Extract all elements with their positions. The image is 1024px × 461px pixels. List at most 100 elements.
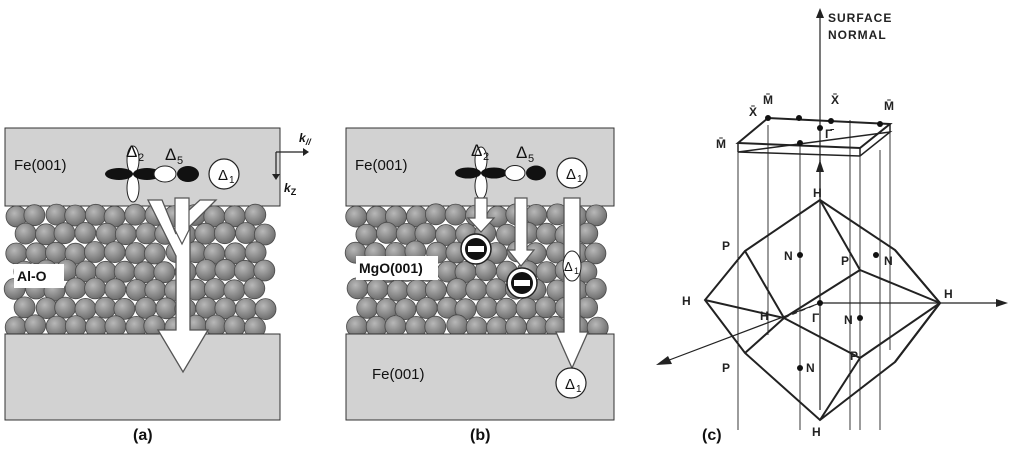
barrier-atom [424, 203, 447, 226]
barrier-atom [64, 315, 87, 338]
barrier-atom [244, 203, 267, 226]
barrier-atom [465, 278, 488, 301]
barrier-atom [355, 223, 378, 246]
bulk-brillouin-zone [703, 198, 942, 422]
barrier-atom [386, 279, 409, 302]
barrier-atoms-a [3, 203, 277, 339]
delta5-decay-arrow [506, 197, 536, 267]
barrier-atom [23, 204, 46, 227]
barrier-atom [35, 223, 57, 246]
barrier-atom [113, 297, 136, 320]
barrier-atom [356, 296, 379, 319]
barrier-atom [346, 277, 369, 300]
fe-bottom-electrode-a [4, 333, 281, 421]
barrier-atom [143, 242, 166, 265]
barrier-atom [204, 314, 227, 337]
barrier-atom [254, 298, 277, 321]
barrier-atom [64, 277, 87, 300]
svg-text:Δ: Δ [565, 376, 575, 393]
svg-text:Δ: Δ [471, 141, 482, 160]
caption-a: (a) [133, 427, 153, 444]
svg-text:Δ: Δ [126, 142, 137, 161]
barrier-atom [375, 221, 398, 244]
barrier-atom [345, 205, 368, 228]
delta5-orbital-b [504, 165, 546, 181]
caption-b: (b) [470, 427, 490, 444]
svg-text:Γ̄: Γ̄ [825, 127, 834, 141]
delta1-arrow-label: Δ 1 [562, 250, 582, 282]
fe-top-label-a: Fe(001) [14, 157, 67, 174]
svg-text:H: H [813, 186, 822, 200]
panel-c: SURFACE NORMAL [656, 8, 1008, 444]
svg-text:2: 2 [483, 151, 489, 163]
barrier-atom [384, 315, 407, 338]
svg-text:5: 5 [528, 153, 534, 165]
barrier-atom [444, 203, 467, 226]
delta1-badge-b: Δ 1 [556, 157, 588, 189]
delta1-tunneling-arrow [554, 197, 590, 370]
barrier-atom [194, 222, 217, 245]
barrier-atom [124, 242, 147, 264]
barrier-atom [243, 277, 266, 300]
barrier-atom [14, 222, 37, 245]
svg-text:N: N [784, 249, 793, 263]
barrier-atom [114, 223, 137, 246]
panel-b: Fe(001) Fe(001) Δ 1 Δ 2 Δ 5 [344, 127, 615, 444]
svg-text:1: 1 [577, 174, 583, 185]
barrier-atom [253, 223, 276, 246]
svg-text:H: H [812, 425, 821, 439]
svg-text:N: N [806, 361, 815, 375]
barrier-atom [195, 259, 218, 281]
svg-text:P: P [722, 361, 730, 375]
barrier-atom [84, 241, 106, 263]
surface-normal-line1: SURFACE [828, 11, 892, 25]
svg-text:5: 5 [177, 155, 183, 167]
barrier-atom [485, 278, 508, 301]
barrier-atom [95, 222, 118, 245]
barrier-atom [415, 297, 438, 319]
barrier-atom [213, 222, 236, 245]
svg-text:1: 1 [574, 266, 579, 276]
barrier-atom [584, 242, 607, 265]
svg-text:H: H [944, 287, 953, 301]
barrier-atom [74, 221, 97, 244]
svg-text:H: H [760, 309, 769, 323]
delta1-bottom-badge: Δ 1 [555, 367, 587, 399]
kz-label: kZ [284, 181, 297, 197]
delta5-label-a: Δ 5 [165, 145, 183, 167]
svg-text:H: H [682, 294, 691, 308]
barrier-label-box-b [356, 256, 438, 280]
barrier-atom [244, 241, 267, 264]
svg-text:N: N [844, 313, 853, 327]
svg-text:Δ: Δ [564, 259, 573, 274]
barrier-atom [475, 296, 498, 319]
tunneling-arrow-inner-a [174, 197, 190, 246]
delta2-label-a: Δ 2 [126, 142, 144, 164]
barrier-atom [235, 297, 258, 320]
caption-c: (c) [702, 427, 722, 444]
fe-top-label-b: Fe(001) [355, 157, 408, 174]
svg-text:Δ: Δ [218, 167, 228, 184]
svg-text:P: P [722, 239, 730, 253]
svg-text:P: P [841, 254, 849, 268]
barrier-atom [534, 296, 557, 319]
barrier-atom [84, 203, 107, 226]
delta2-blocked-icon [460, 233, 492, 265]
delta2-decay-arrow [466, 197, 496, 233]
svg-text:P: P [850, 349, 858, 363]
barrier-atom [103, 241, 126, 264]
bz-labels: X̄ M̄ X̄ M̄ M̄ Γ̄ H P N N P H H Γ N H P … [682, 93, 953, 439]
barrier-atom [515, 297, 538, 320]
barrier-atom [155, 297, 178, 320]
barrier-atom [584, 277, 607, 300]
barrier-atom [24, 314, 47, 337]
barrier-atom [214, 258, 237, 281]
barrier-atom [446, 278, 469, 300]
svg-text:X̄: X̄ [831, 93, 839, 107]
barrier-atom [203, 278, 226, 300]
svg-text:M̄: M̄ [884, 99, 894, 113]
svg-text:X̄: X̄ [749, 105, 757, 119]
delta2-label-b: Δ 2 [471, 141, 489, 163]
delta5-blocked-icon [506, 267, 538, 299]
